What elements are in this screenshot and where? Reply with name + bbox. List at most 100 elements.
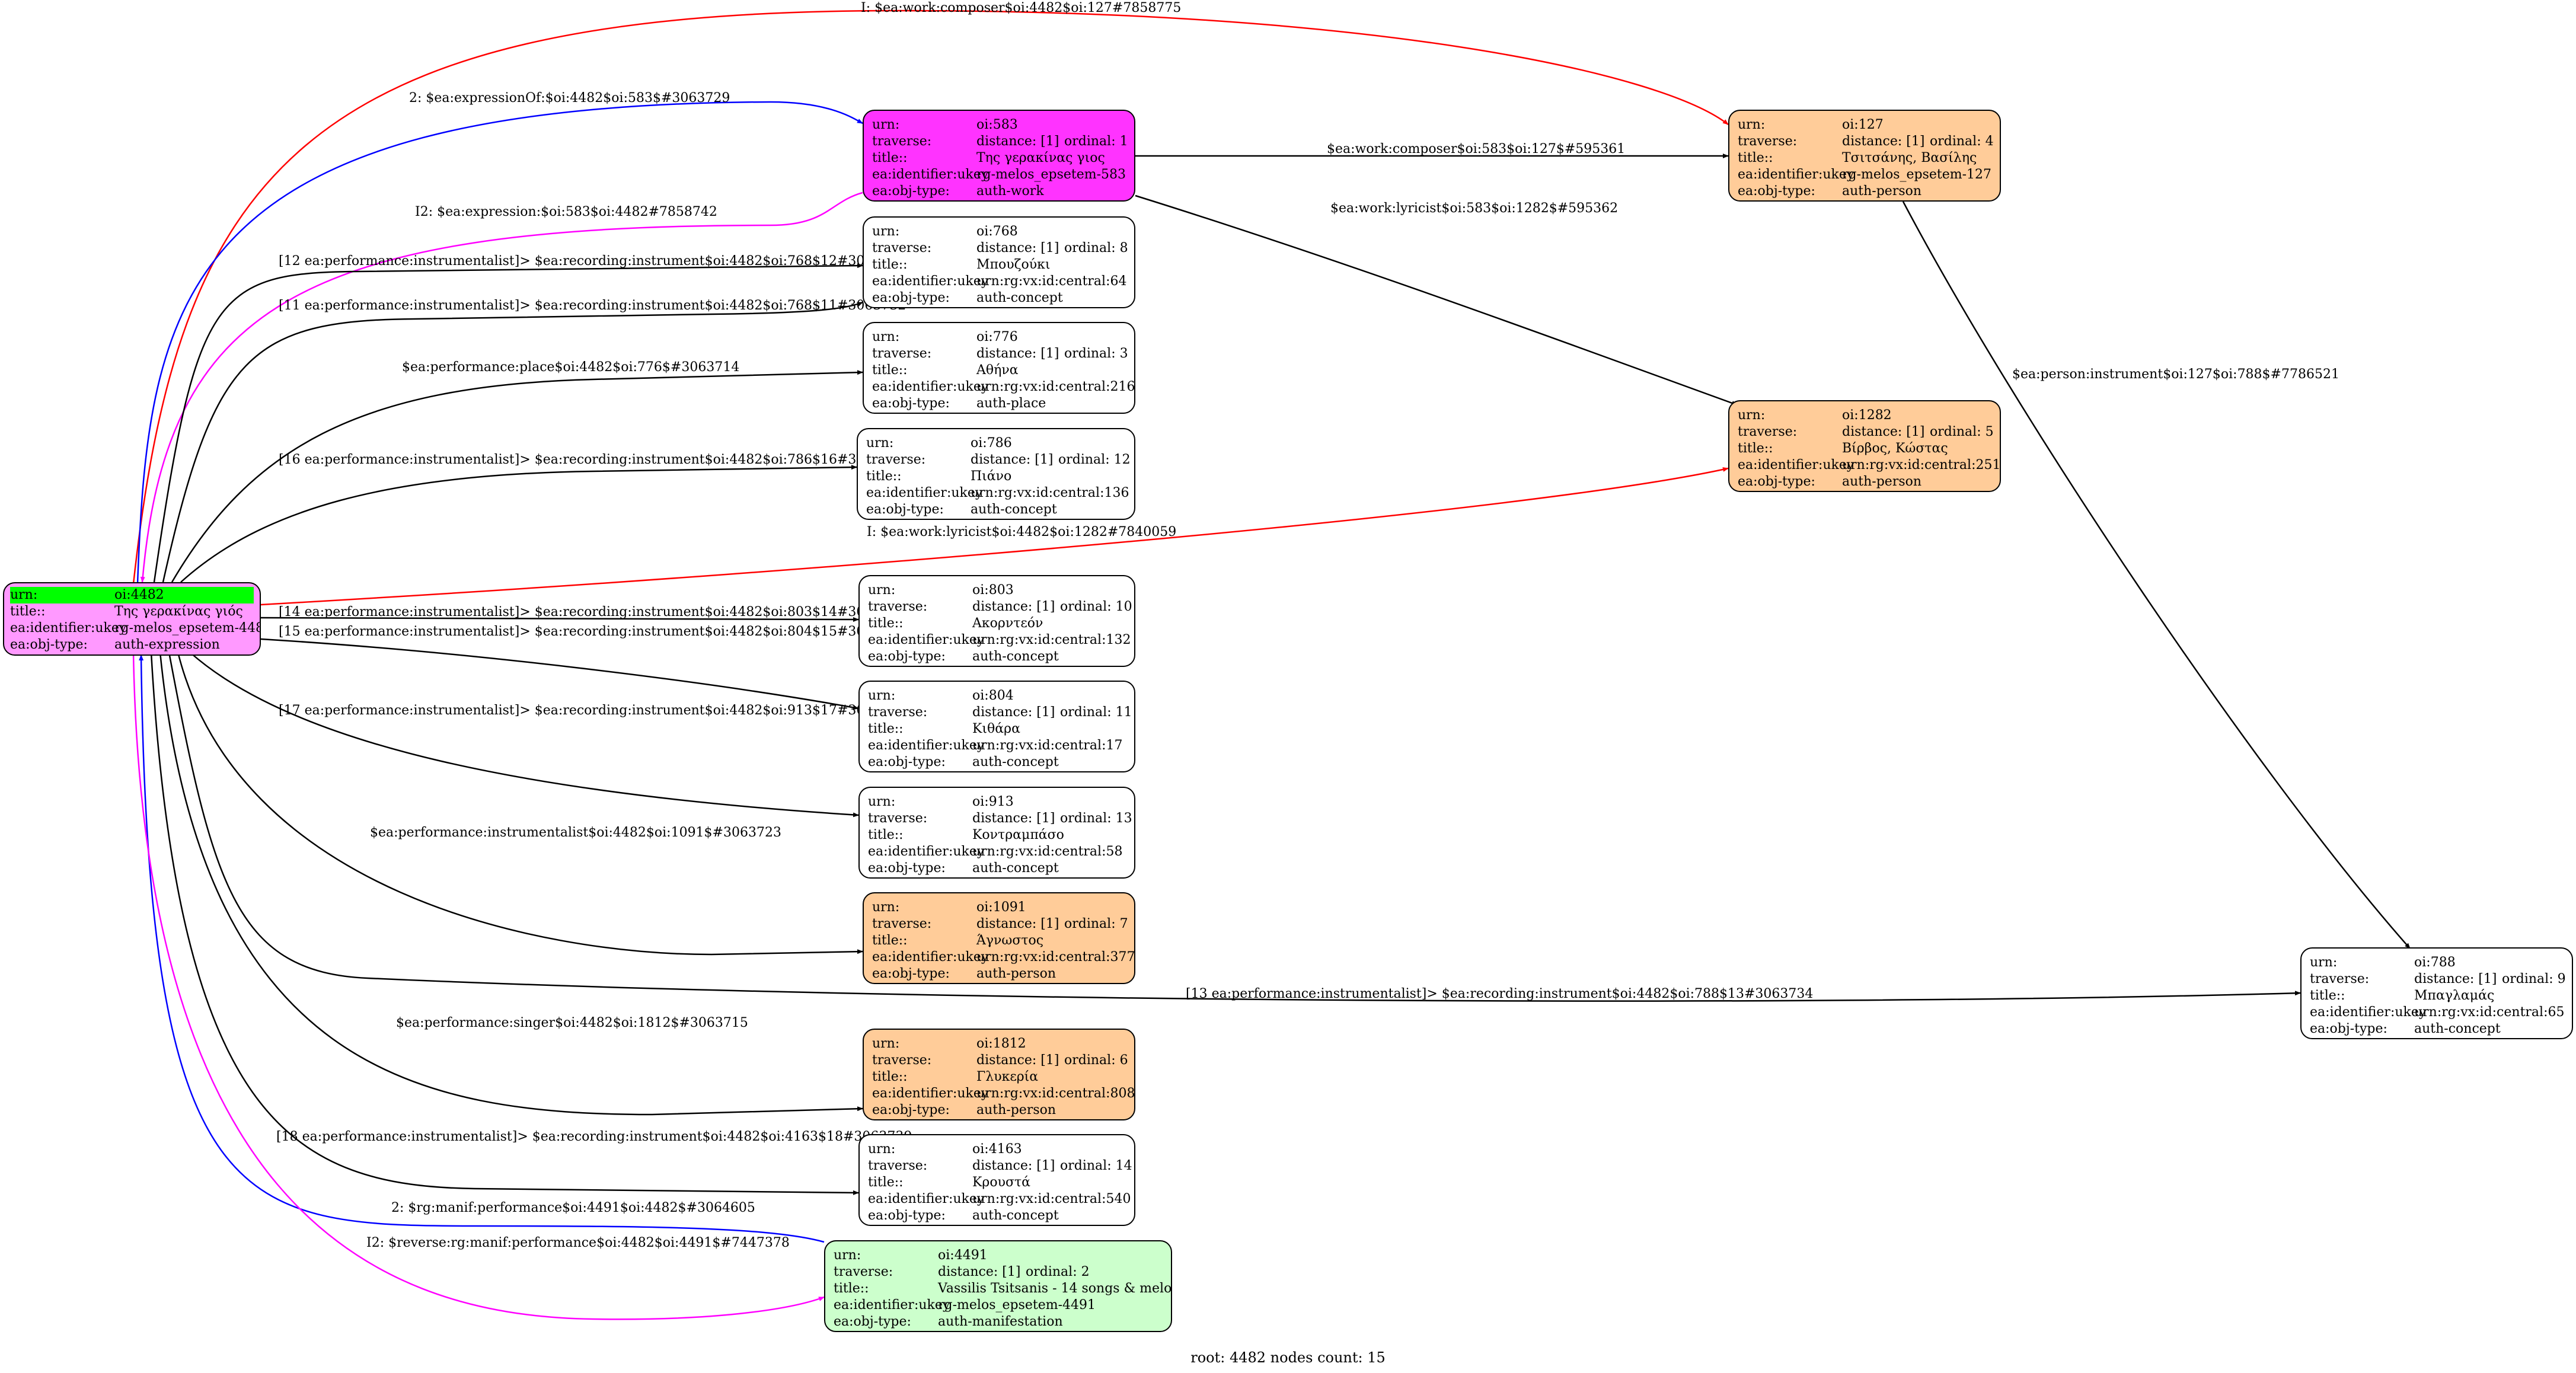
node-ordinal: ordinal: 12 [1058,452,1131,467]
node-type-row: ea:obj-type:auth-work [872,183,1126,200]
node-urn-row: urn:oi:803 [868,582,1126,599]
node-title-value: Πιάνο [971,469,1012,484]
node-type-row: ea:obj-type:auth-concept [868,649,1126,665]
node-title-value: Αθήνα [976,363,1019,378]
node-title-key: title:: [868,616,904,631]
node-urn-value: oi:786 [971,436,1012,451]
node-urn-row: urn:oi:788 [2310,954,2564,971]
edge-label-e3: I2: $ea:expression:$oi:583$oi:4482#78587… [415,205,717,219]
node-type-row: ea:obj-type:auth-person [872,966,1126,982]
edge-label-e6: $ea:performance:place$oi:4482$oi:776$#30… [402,360,740,375]
node-traverse-key: traverse: [872,241,932,256]
edge-e12 [177,652,863,956]
node-title-value: Κιθάρα [972,721,1020,736]
edge-e4 [153,263,863,583]
edge-e8 [260,467,1729,606]
node-urn-row: urn:oi:127 [1738,117,1991,133]
node-urn-row: urn:oi:1091 [872,899,1126,916]
node-traverse-row: traverse:distance: [1]ordinal: 1 [872,133,1128,150]
node-urn-row: urn:oi:913 [868,794,1126,810]
node-urn-key: urn: [872,224,900,239]
node-title-value: Βίρβος, Κώστας [1842,441,1948,456]
node-type-row: ea:obj-type:auth-concept [868,754,1126,771]
edge-e13 [168,652,2301,1002]
node-ukey-key: ea:identifier:ukey [866,486,983,500]
node-traverse-key: traverse: [872,1053,932,1068]
edge-label-e10: [15 ea:performance:instrumentalist]> $ea… [279,624,906,639]
edge-label-e9: [14 ea:performance:instrumentalist]> $ea… [279,605,906,620]
root-node[interactable]: urn: oi:4482 title:: Της γερακίνας γιός … [3,582,261,656]
edge-label-e15: [18 ea:performance:instrumentalist]> $ea… [276,1129,912,1144]
node-type-value: auth-person [976,1103,1056,1117]
node-ukey-key: ea:identifier:ukey [868,633,985,647]
node-ukey-value: urn:rg:vx:id:central:2519 [1842,458,2001,472]
node-ukey-key: ea:identifier:ukey [2310,1005,2427,1020]
node-traverse-value: distance: [1]ordinal: 11 [972,704,1132,721]
node-traverse-key: traverse: [2310,972,2370,986]
node-distance: distance: [1] [2414,972,2497,986]
node-ukey-value: urn:rg:vx:id:central:540 [972,1192,1131,1206]
node-traverse-key: traverse: [868,1158,928,1173]
node-title-key: title:: [834,1281,869,1296]
node-traverse-value: distance: [1]ordinal: 13 [972,810,1132,827]
edge-e7 [180,465,857,583]
node-title-key: title:: [872,257,908,272]
node-urn-key: urn: [868,794,896,809]
node-urn-value: oi:127 [1842,117,1884,132]
node-traverse-value: distance: [1]ordinal: 6 [976,1052,1128,1069]
node-traverse-value: distance: [1]ordinal: 7 [976,916,1128,933]
node-urn-value: oi:776 [976,330,1018,344]
edge-e15 [150,652,859,1195]
node-ukey-value: urn:rg:vx:id:central:136 [971,486,1129,500]
node-distance: distance: [1] [1842,134,1925,149]
node-urn-value: oi:804 [972,688,1014,703]
node-ukey-key: ea:identifier:ukey [872,1086,989,1101]
node-title-row: title::Μπουζούκι [872,257,1126,273]
node-urn-row: urn:oi:1812 [872,1036,1126,1052]
node-ordinal: ordinal: 14 [1060,1158,1132,1173]
root-type-row: ea:obj-type: auth-expression [10,637,254,653]
edge-label-e19: $ea:work:lyricist$oi:583$oi:1282$#595362 [1330,201,1619,216]
node-traverse-row: traverse:distance: [1]ordinal: 14 [868,1158,1132,1174]
node-ordinal: ordinal: 9 [2502,972,2566,986]
node-urn-row: urn:oi:4491 [834,1247,1163,1264]
node-title-row: title::Της γερακίνας γιος [872,150,1126,167]
node-title-key: title:: [868,1175,904,1190]
node-distance: distance: [1] [1842,424,1925,439]
node-type-value: auth-concept [971,502,1057,517]
node-type-row: ea:obj-type:auth-place [872,395,1126,412]
node-type-value: auth-work [976,184,1044,199]
node-type-key: ea:obj-type: [868,1208,946,1223]
node-traverse-value: distance: [1]ordinal: 5 [1842,424,1994,440]
node-urn-row: urn:oi:804 [868,688,1126,704]
edge-e2 [136,101,863,585]
root-urn-row: urn: oi:4482 [10,587,254,604]
node-title-row: title::Τσιτσάνης, Βασίλης [1738,150,1991,167]
node-urn-row: urn:oi:583 [872,117,1126,133]
node-traverse-key: traverse: [834,1265,893,1279]
node-title-value: Μπουζούκι [976,257,1051,272]
node-urn-value: oi:4163 [972,1142,1022,1157]
